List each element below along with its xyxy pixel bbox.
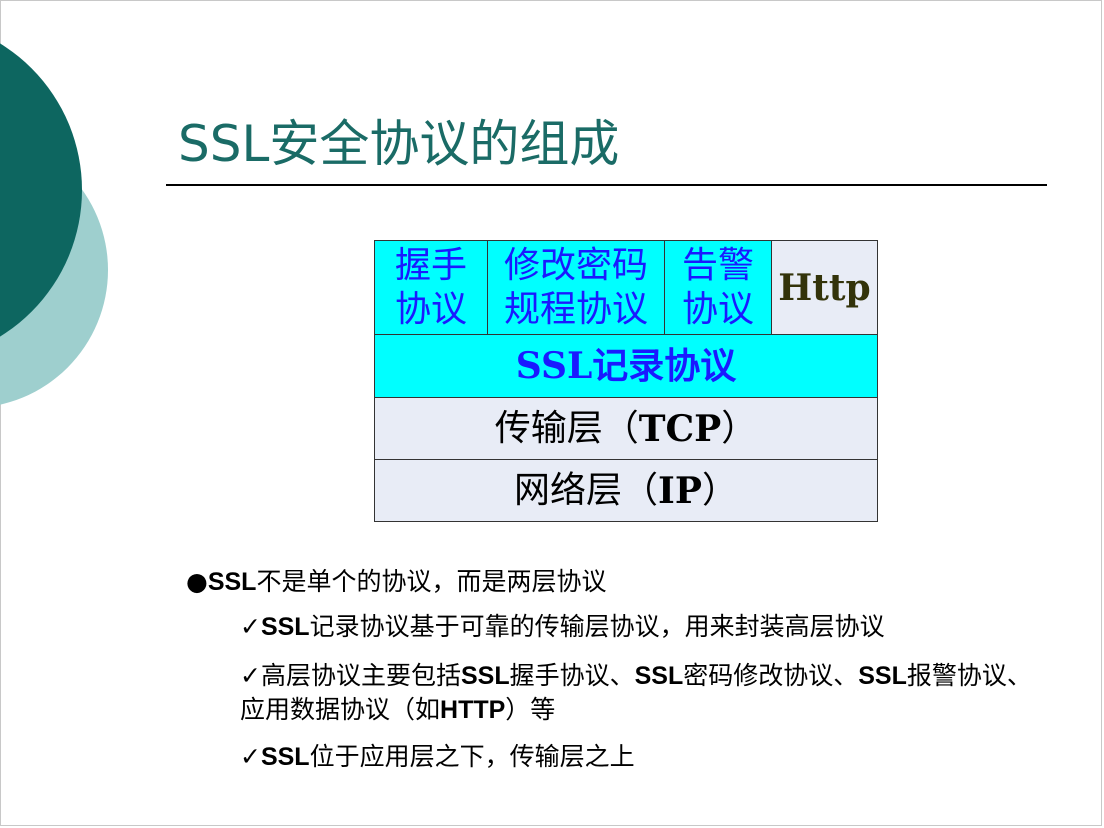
bullet-sub3-text: 位于应用层之下，传输层之上 <box>309 742 635 771</box>
bullet-sub2-t2: 握手协议、 <box>509 661 635 690</box>
http-cell: Http <box>772 241 877 335</box>
bullet-sub2-t4: 报警协议、应用数据协议（如 <box>240 661 1032 724</box>
bullet-sub2-t5: ）等 <box>505 695 556 724</box>
bullet-sub1-bold: SSL <box>260 613 310 641</box>
network-close: ） <box>701 469 738 511</box>
alert-protocol-cell: 告警 协议 <box>665 241 772 335</box>
bullet-main-text: 不是单个的协议，而是两层协议 <box>256 567 607 596</box>
title-divider <box>166 184 1047 186</box>
alert-line2: 协议 <box>681 288 754 330</box>
bullet-sub2-t3: 密码修改协议、 <box>683 661 859 690</box>
network-layer-cell: 网络层（IP） <box>375 460 877 521</box>
bullet-main-bold: SSL <box>207 568 257 596</box>
change-cipher-protocol-cell: 修改密码 规程协议 <box>488 241 665 335</box>
protocol-stack-diagram: 握手 协议 修改密码 规程协议 告警 协议 Http SSL记录协议 传输层（T… <box>374 240 878 522</box>
bullet-sub2-b3: SSL <box>858 662 907 690</box>
alert-line1: 告警 <box>681 244 754 286</box>
transport-layer-cell: 传输层（TCP） <box>375 398 877 460</box>
transport-proto: TCP <box>638 407 722 450</box>
bullet-sub2-b2: SSL <box>634 662 684 690</box>
check-icon: ✓ <box>240 742 261 771</box>
transport-close: ） <box>721 407 758 449</box>
decorative-circles <box>0 43 108 405</box>
change-cipher-line2: 规程协议 <box>503 288 648 330</box>
slide-title: SSL安全协议的组成 <box>178 115 620 173</box>
bullet-sub2-t1: 高层协议主要包括 <box>260 661 461 690</box>
bullet-sub1-text: 记录协议基于可靠的传输层协议，用来封装高层协议 <box>309 612 885 641</box>
check-icon: ✓ <box>240 661 261 690</box>
bullet-sub-3: ✓SSL位于应用层之下，传输层之上 <box>240 740 1050 774</box>
bullet-sub3-bold: SSL <box>260 743 310 771</box>
deco-dark-circle <box>0 43 82 337</box>
bullet-sub-2: ✓高层协议主要包括SSL握手协议、SSL密码修改协议、SSL报警协议、应用数据协… <box>240 659 1050 727</box>
handshake-protocol-cell: 握手 协议 <box>375 241 488 335</box>
bullet-sub-1: ✓SSL记录协议基于可靠的传输层协议，用来封装高层协议 <box>240 610 1050 644</box>
bullet-dot: ● <box>186 567 208 596</box>
handshake-line2: 协议 <box>394 288 467 330</box>
check-icon: ✓ <box>240 612 261 641</box>
change-cipher-line1: 修改密码 <box>503 244 648 286</box>
bullet-sub2-b4: HTTP <box>440 696 506 724</box>
network-proto: IP <box>658 469 702 512</box>
bullet-sub2-b1: SSL <box>460 662 510 690</box>
handshake-line1: 握手 <box>394 244 467 286</box>
network-name: 网络层（ <box>514 469 659 511</box>
ssl-record-protocol-cell: SSL记录协议 <box>375 335 877 398</box>
transport-name: 传输层（ <box>494 407 639 449</box>
bullet-main: ●SSL不是单个的协议，而是两层协议 <box>186 562 606 598</box>
